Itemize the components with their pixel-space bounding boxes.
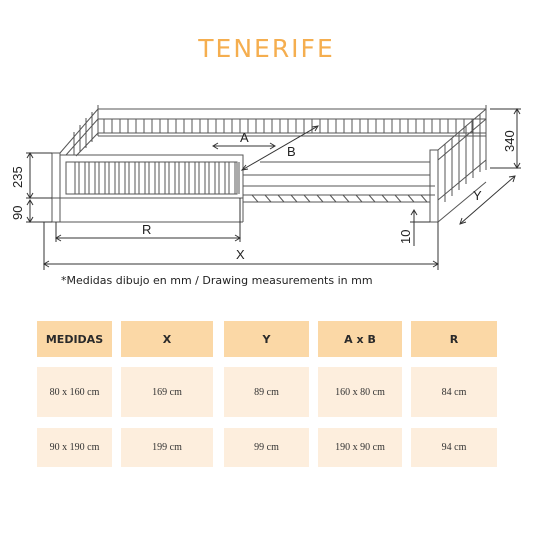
label-Y: Y [473, 188, 482, 203]
front-rail [59, 154, 244, 199]
slat-line [277, 194, 285, 203]
floor-slats [251, 194, 428, 203]
measurement-note: *Medidas dibujo en mm / Drawing measurem… [61, 274, 373, 287]
slat-line [264, 194, 272, 203]
slat-line [368, 194, 376, 203]
dimension-lines [26, 108, 521, 270]
slat-line [251, 194, 259, 203]
left-post [51, 152, 61, 223]
slat-line [290, 194, 298, 203]
label-X: X [236, 247, 245, 262]
right-end-frame [429, 108, 487, 223]
header-x: X [121, 321, 213, 357]
base-board [52, 161, 435, 223]
label-B: B [287, 144, 296, 159]
table-cell: 169 cm [121, 367, 213, 417]
slat-line [329, 194, 337, 203]
table-cell: 199 cm [121, 428, 213, 467]
header-r: R [411, 321, 497, 357]
table-cell: 89 cm [224, 367, 309, 417]
slat-line [381, 194, 389, 203]
slat-line [342, 194, 350, 203]
label-R: R [142, 222, 151, 237]
slat-line [420, 194, 428, 203]
table-cell: 80 x 160 cm [37, 367, 112, 417]
back-rail-slats [103, 119, 481, 133]
table-cell: 94 cm [411, 428, 497, 467]
table-cell: 160 x 80 cm [318, 367, 402, 417]
back-rail [97, 105, 487, 137]
table-cell: 99 cm [224, 428, 309, 467]
slat-line [394, 194, 402, 203]
slat-line [407, 194, 415, 203]
product-title: TENERIFE [198, 34, 335, 63]
table-cell: 90 x 190 cm [37, 428, 112, 467]
slat-line [303, 194, 311, 203]
label-90: 90 [10, 206, 25, 220]
header-y: Y [224, 321, 309, 357]
slat-line [355, 194, 363, 203]
label-A: A [240, 130, 249, 145]
label-10: 10 [398, 230, 413, 244]
label-235: 235 [10, 166, 25, 188]
slat-line [316, 194, 324, 203]
header-medidas: MEDIDAS [37, 321, 112, 357]
left-back-end [59, 108, 99, 157]
table-cell: 190 x 90 cm [318, 428, 402, 467]
front-rail-slats [74, 162, 240, 194]
label-340: 340 [502, 130, 517, 152]
header-axb: A x B [318, 321, 402, 357]
table-cell: 84 cm [411, 367, 497, 417]
